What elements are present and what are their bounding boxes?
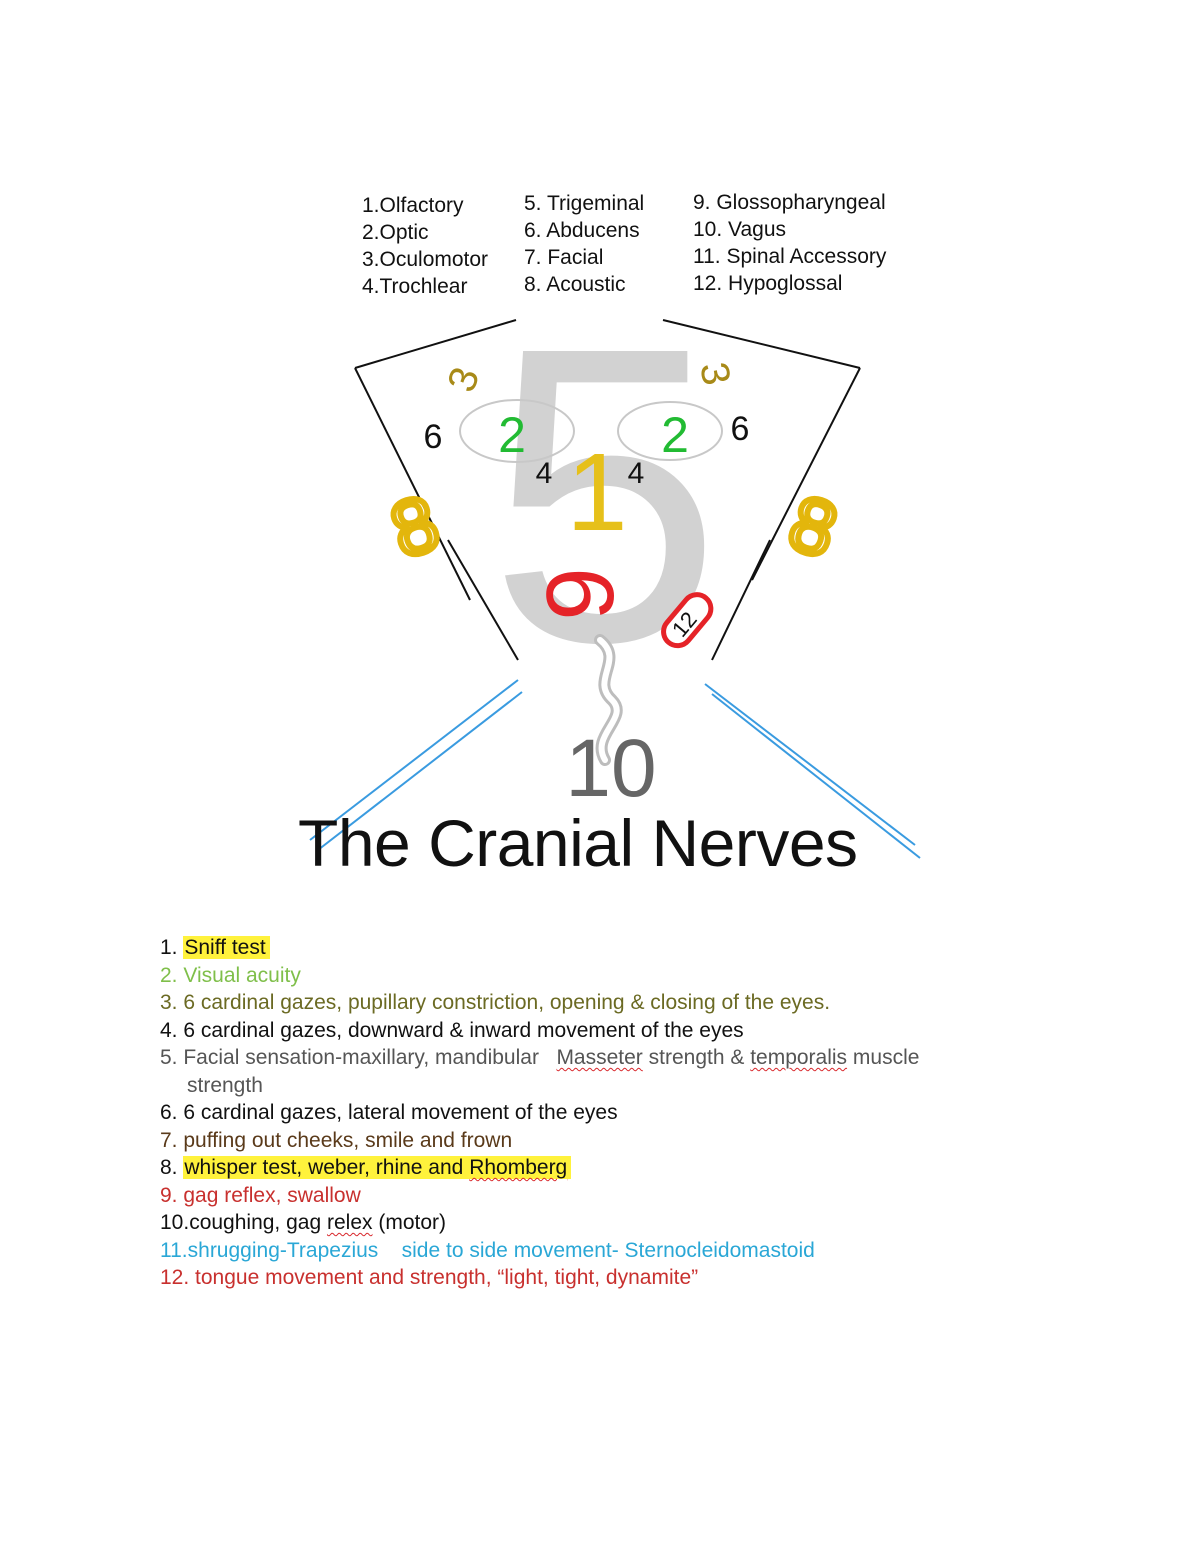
right-eye-icon xyxy=(617,401,723,461)
oculomotor-3-left-label: 3 xyxy=(439,362,488,398)
head-outline-right-jaw xyxy=(711,539,771,661)
glossopharyngeal-9-label: 9 xyxy=(527,567,634,620)
nerve-key-column-2: 5. Trigeminal 6. Abducens 7. Facial 8. A… xyxy=(524,190,644,298)
key-item: 7. Facial xyxy=(524,246,604,269)
key-item: 10. Vagus xyxy=(693,218,787,241)
test-item-9: 9. gag reflex, swallow xyxy=(160,1183,361,1207)
vagus-nerve-squiggle-inner xyxy=(597,637,620,763)
nerve-key-column-1: 1.Olfactory 2.Optic 3.Oculomotor 4.Troch… xyxy=(362,192,488,300)
head-outline-left-jaw xyxy=(447,539,519,661)
test-10-relex: relex xyxy=(326,1211,373,1234)
head-outline-left-side xyxy=(354,367,471,601)
key-item: 11. Spinal Accessory xyxy=(693,245,887,268)
test-8-number: 8. xyxy=(160,1156,178,1179)
test-item-4: 4. 6 cardinal gazes, downward & inward m… xyxy=(160,1018,744,1042)
nerve-key-column-3: 9. Glossopharyngeal 10. Vagus 11. Spinal… xyxy=(693,189,886,297)
cranial-nerve-face-diagram: 5 2 2 3 3 6 6 4 4 xyxy=(309,261,921,859)
key-item: 3.Oculomotor xyxy=(362,248,489,271)
test-item-5: 5. Facial sensation-maxillary, mandibula… xyxy=(160,1044,1060,1072)
test-1-number: 1. xyxy=(160,936,178,959)
test-item-1: 1. Sniff test xyxy=(160,934,1060,962)
test-5-temporalis: temporalis xyxy=(750,1046,848,1069)
key-item: 12. Hypoglossal xyxy=(693,272,843,295)
test-10-text-c: (motor) xyxy=(372,1211,447,1234)
test-5-text-e: muscle xyxy=(847,1046,920,1069)
key-item: 5. Trigeminal xyxy=(524,192,645,215)
key-item: 8. Acoustic xyxy=(524,273,626,296)
test-item-12: 12. tongue movement and strength, “light… xyxy=(160,1266,699,1289)
test-item-11: 11.shrugging-Trapezius side to side move… xyxy=(160,1238,815,1262)
olfactory-1-label: 1 xyxy=(566,431,627,554)
tongue-shape xyxy=(661,592,714,649)
head-outline xyxy=(354,319,861,661)
test-1-text: Sniff test xyxy=(183,936,270,959)
left-eye-icon xyxy=(459,399,575,463)
test-item-6: 6. 6 cardinal gazes, lateral movement of… xyxy=(160,1101,618,1124)
trochlear-4-right-label: 4 xyxy=(628,457,645,490)
test-item-8: 8. whisper test, weber, rhine and Rhombe… xyxy=(160,1154,1060,1182)
test-item-10: 10.coughing, gag relex (motor) xyxy=(160,1209,1060,1237)
test-8-rhomberg: Rhomberg xyxy=(469,1156,568,1179)
test-10-text-a: 10.coughing, gag xyxy=(160,1211,327,1234)
test-5-text-a: 5. Facial sensation-maxillary, mandibula… xyxy=(160,1046,557,1069)
key-item: 2.Optic xyxy=(362,221,429,244)
optic-2-right-label: 2 xyxy=(661,407,689,463)
test-5-text-c: strength & xyxy=(642,1046,751,1069)
nerve-test-list: 1. Sniff test 2. Visual acuity 3. 6 card… xyxy=(160,934,1060,1292)
test-8-text-a: whisper test, weber, rhine and xyxy=(184,1156,470,1179)
page-title: The Cranial Nerves xyxy=(298,806,858,880)
left-spinal-line-1 xyxy=(309,679,519,841)
head-outline-left-top xyxy=(354,319,517,369)
key-item: 1.Olfactory xyxy=(362,194,464,217)
test-item-3: 3. 6 cardinal gazes, pupillary constrict… xyxy=(160,991,831,1014)
test-item-2: 2. Visual acuity xyxy=(160,963,301,987)
head-outline-right-side xyxy=(751,367,861,581)
test-5-masseter: Masseter xyxy=(556,1046,643,1069)
abducens-6-left-label: 6 xyxy=(424,418,443,456)
head-outline-right-top xyxy=(662,319,861,369)
acoustic-8-left-label: 8 xyxy=(380,478,448,575)
trochlear-4-left-label: 4 xyxy=(536,457,553,490)
optic-2-left-label: 2 xyxy=(498,407,526,463)
vagus-10-label: 10 xyxy=(565,723,656,814)
abducens-6-right-label: 6 xyxy=(731,410,750,448)
test-item-5-continued: strength xyxy=(187,1073,263,1097)
tongue-icon: 12 xyxy=(661,592,714,649)
spinal-accessory-lines xyxy=(309,679,921,859)
right-spinal-line-2 xyxy=(711,693,921,859)
left-spinal-line-2 xyxy=(317,691,523,851)
acoustic-8-right-label: 8 xyxy=(779,478,847,575)
key-item: 4.Trochlear xyxy=(362,275,468,298)
right-spinal-line-1 xyxy=(704,683,916,846)
key-item: 9. Glossopharyngeal xyxy=(693,191,886,214)
key-item: 6. Abducens xyxy=(524,219,640,242)
test-item-7: 7. puffing out cheeks, smile and frown xyxy=(160,1128,513,1152)
